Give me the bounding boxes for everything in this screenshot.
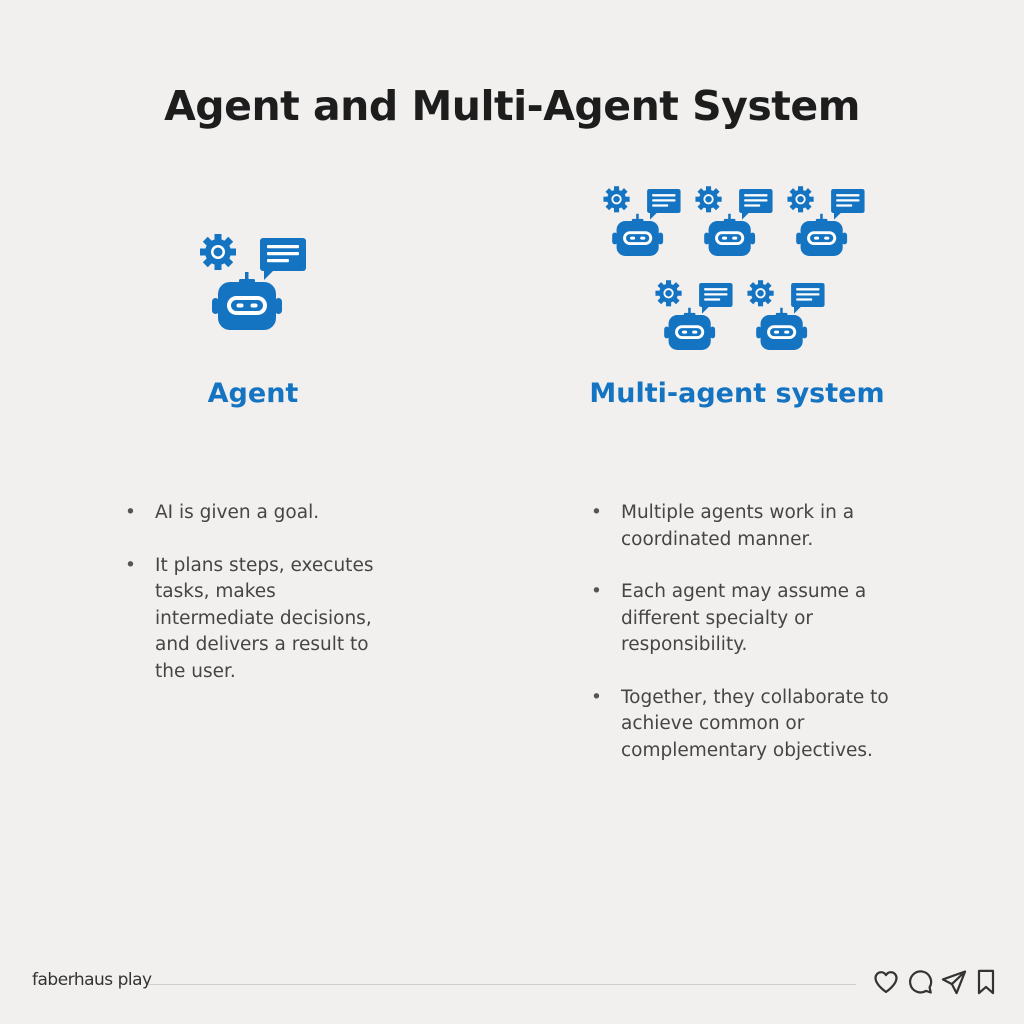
social-actions [872,968,998,996]
robot-icon [694,186,774,259]
robot-icon [198,234,308,334]
list-item: Together, they collaborate to achieve co… [591,685,911,765]
page-title: Agent and Multi-Agent System [164,82,860,130]
list-item: Multiple agents work in a coordinated ma… [591,500,911,553]
comment-icon[interactable] [906,968,934,996]
robot-icon [602,186,682,259]
footer-divider [148,984,856,985]
brand-logo: faberhaus play [32,970,152,990]
robot-icon [786,186,866,259]
agent-bullet-list: AI is given a goal. It plans steps, exec… [125,500,385,711]
multi-agent-bullet-list: Multiple agents work in a coordinated ma… [591,500,911,790]
robot-icon [654,280,734,353]
send-icon[interactable] [940,968,968,996]
bookmark-icon[interactable] [974,968,998,996]
list-item: It plans steps, executes tasks, makes in… [125,553,385,686]
robot-icon [746,280,826,353]
agent-heading: Agent [207,378,299,409]
list-item: Each agent may assume a different specia… [591,579,911,659]
list-item: AI is given a goal. [125,500,385,527]
heart-icon[interactable] [872,968,900,996]
multi-agent-heading: Multi-agent system [589,378,885,409]
